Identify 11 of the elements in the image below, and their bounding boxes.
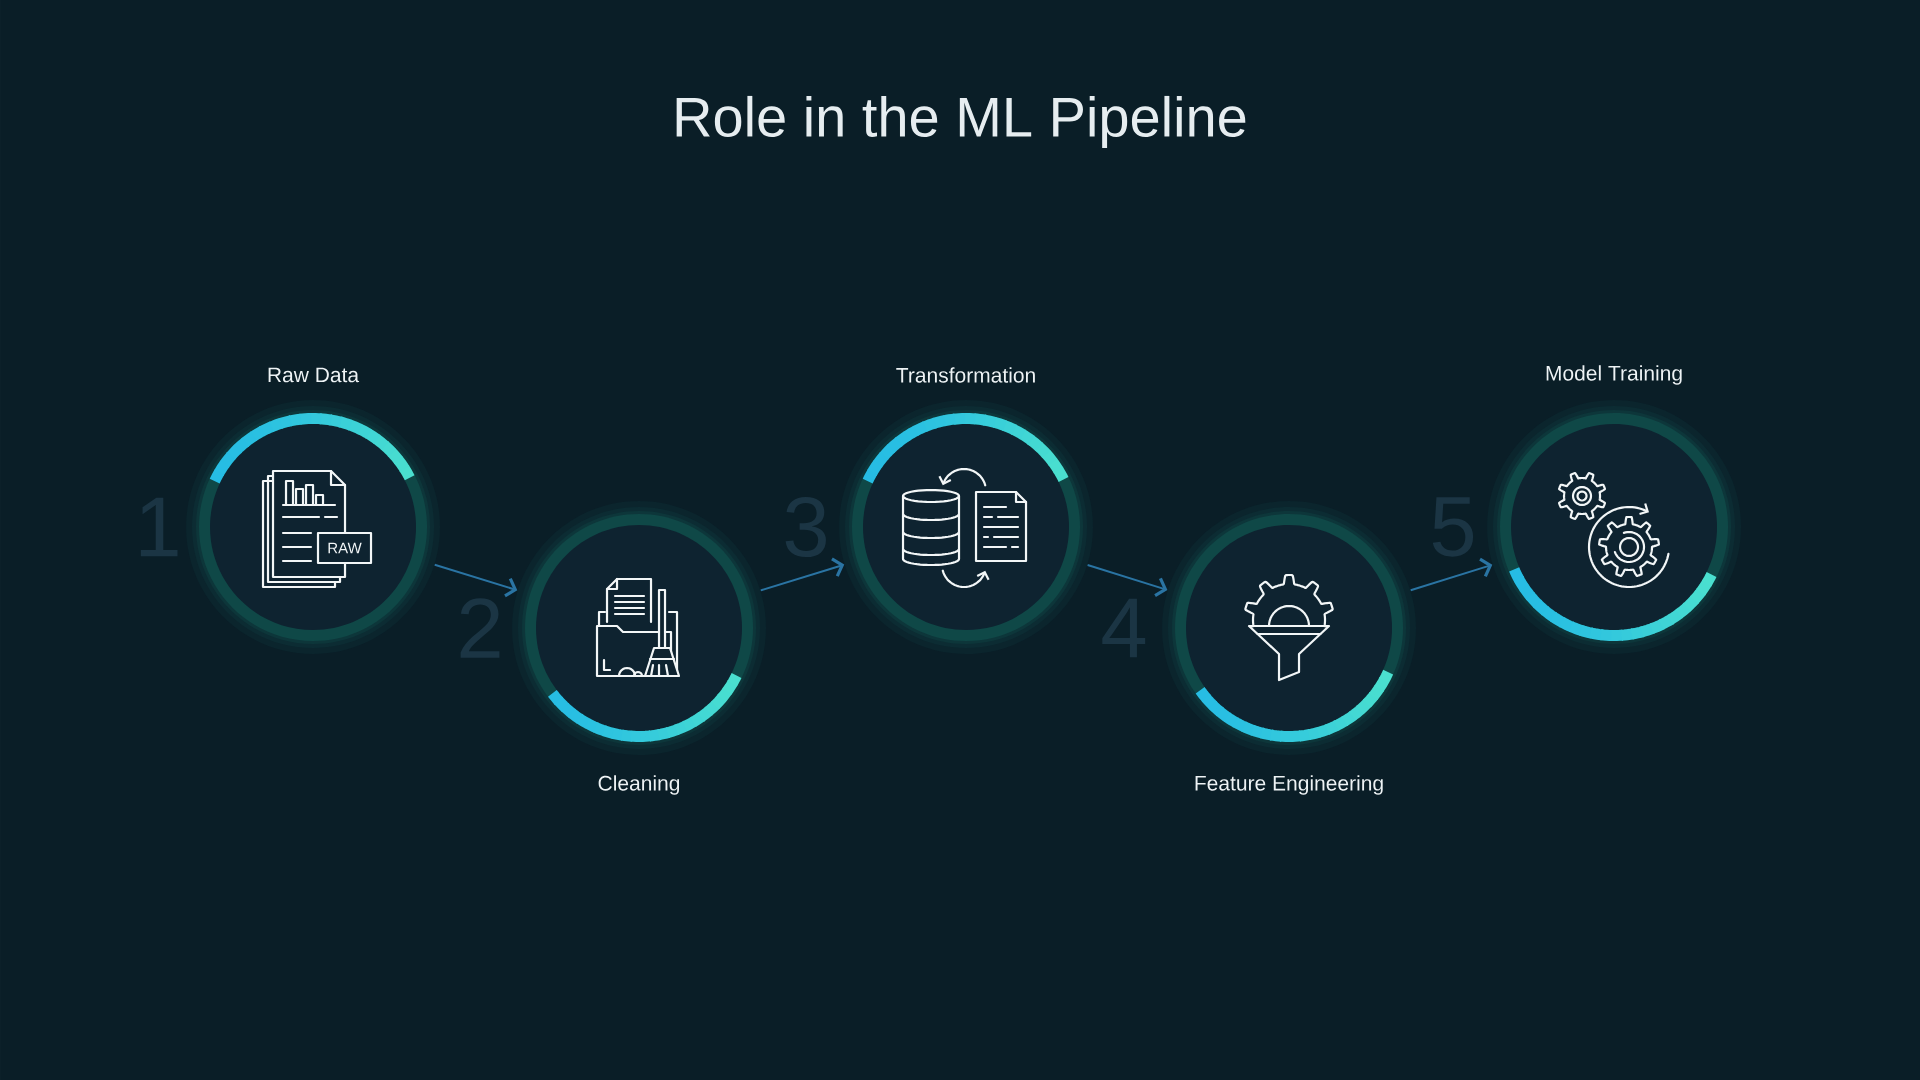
step-label: Transformation: [896, 367, 1035, 383]
arrow: [1409, 557, 1493, 592]
arrow: [433, 563, 518, 598]
step-label: Feature Engineering: [1195, 775, 1383, 795]
step-label: Cleaning: [598, 775, 680, 795]
arrow: [1086, 564, 1168, 597]
title: Role in the ML Pipeline: [676, 95, 1246, 149]
step-label: Model Training: [1546, 365, 1682, 385]
step-label: Raw Data: [268, 367, 360, 383]
arrow: [759, 557, 845, 592]
tag-label: RAW: [328, 542, 362, 554]
